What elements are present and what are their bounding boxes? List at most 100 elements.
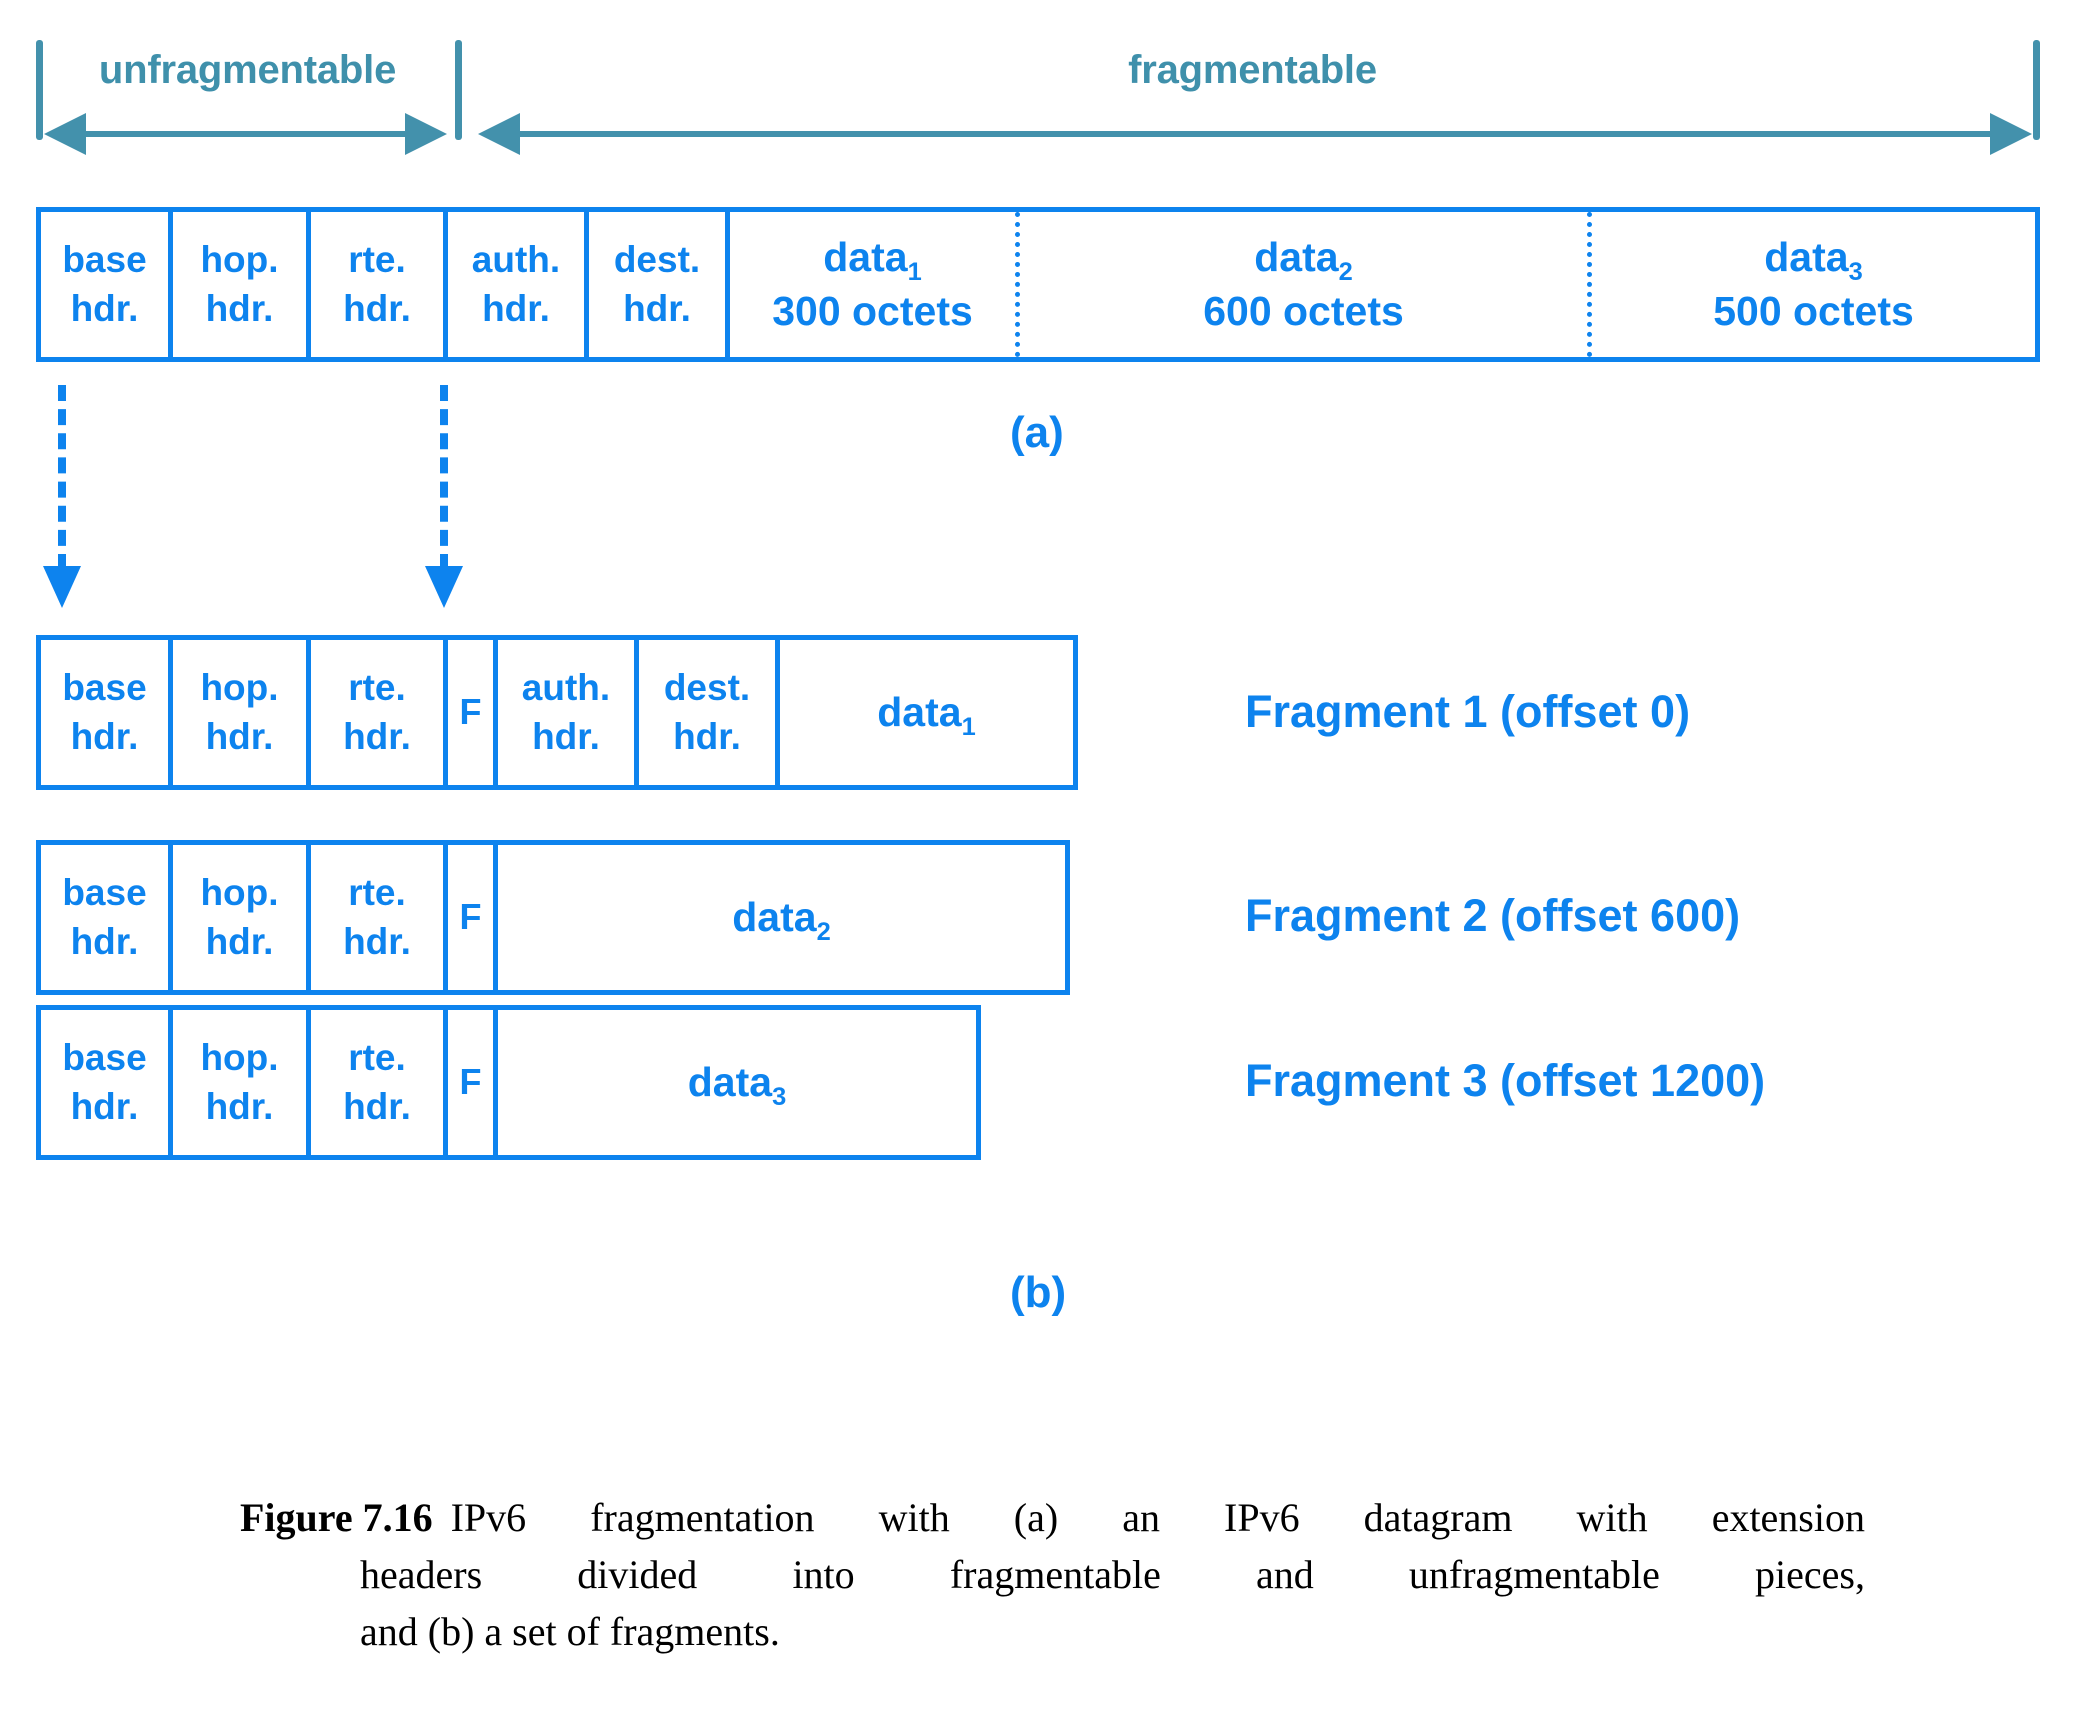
cell-line2: hdr. [673,715,741,757]
cell-line1: rte. [348,872,406,914]
cell-line2: 600 octets [1203,287,1404,334]
cell-data-3: data3 [498,1010,976,1155]
cell-base-hdr: base hdr. [41,1010,173,1155]
cell-line1: auth. [521,667,611,709]
cell-base-hdr: base hdr. [41,212,173,357]
cell-line1: data1 [877,688,976,742]
cell-line1: hop. [200,872,279,914]
cell-line2: hdr. [205,1085,274,1127]
cell-line2: hdr. [482,287,550,329]
fragment-label-2: Fragment 2 (offset 600) [1245,890,1741,941]
fragment-box-1: base hdr. hop. hdr. rte. hdr. F auth. hd… [36,635,1078,790]
band-tick-right [2033,40,2040,140]
cell-line1: rte. [348,667,406,709]
cell-data-1: data1 [780,640,1073,785]
fragment-box-3: base hdr. hop. hdr. rte. hdr. F data3 [36,1005,981,1160]
cell-dest-hdr: dest. hdr. [589,212,730,357]
cell-hop-hdr: hop. hdr. [173,845,311,990]
band-label-fragmentable: fragmentable [1128,48,1377,92]
unfragmentable-arrow-line [80,131,414,137]
band-tick-left [36,40,43,140]
cell-dest-hdr: dest. hdr. [639,640,780,785]
cell-line2: hdr. [205,920,274,962]
cell-hop-hdr: hop. hdr. [173,1010,311,1155]
unfragmentable-arrow-head-right [405,113,447,155]
cell-rte-hdr: rte. hdr. [311,640,448,785]
cell-line1: data1 [823,234,922,287]
cell-rte-hdr: rte. hdr. [311,845,448,990]
cell-fragment-hdr: F [448,1010,498,1155]
cell-line2: hdr. [205,287,274,329]
cell-line2: hdr. [343,287,411,329]
unfragmentable-arrow-head-left [44,113,86,155]
cell-fragment-hdr: F [448,640,498,785]
cell-rte-hdr: rte. hdr. [311,1010,448,1155]
cell-line1: data3 [687,1058,787,1112]
connector-arrow-base [43,566,81,608]
caption-line-3: and (b) a set of fragments. [360,1608,780,1654]
cell-line2: hdr. [343,715,411,757]
cell-line2: 300 octets [772,287,973,334]
connector-arrow-rte [425,566,463,608]
subscript: 2 [816,918,831,947]
cell-line1: base [62,239,147,281]
band-tick-middle [455,40,462,140]
cell-line1: rte. [348,1037,406,1079]
cell-rte-hdr: rte. hdr. [311,212,448,357]
cell-line1: data2 [732,893,831,947]
cell-data-2: data2 600 octets [1020,212,1592,357]
cell-line1: F [459,691,482,733]
cell-line1: hop. [200,667,279,709]
cell-line2: hdr. [205,715,274,757]
datagram-a: base hdr. hop. hdr. rte. hdr. auth. hdr.… [36,207,2040,362]
cell-data-3: data3 500 octets [1592,212,2035,357]
cell-line2: hdr. [623,287,691,329]
cell-data-1: data1 300 octets [730,212,1020,357]
fragmentable-arrow-line [514,131,1999,137]
cell-line1: auth. [471,239,561,281]
cell-line1: base [62,872,147,914]
connector-line-rte [440,385,448,570]
cell-line2: hdr. [343,1085,411,1127]
cell-line1: hop. [200,239,279,281]
cell-line1: hop. [200,1037,279,1079]
subscript: 1 [907,258,922,287]
cell-line1: F [459,896,482,938]
cell-line2: hdr. [70,715,139,757]
subscript: 3 [772,1083,787,1112]
caption-line-2: headers divided into fragmentable and un… [360,1551,1865,1597]
cell-line1: rte. [348,239,406,281]
caption-number: Figure 7.16 [240,1495,433,1540]
subscript: 3 [1848,258,1863,287]
cell-line1: base [62,1037,147,1079]
cell-auth-hdr: auth. hdr. [448,212,589,357]
cell-line2: 500 octets [1713,287,1914,334]
fragment-box-2: base hdr. hop. hdr. rte. hdr. F data2 [36,840,1070,995]
cell-data-2: data2 [498,845,1065,990]
cell-line1: data3 [1764,234,1863,287]
cell-line2: hdr. [70,920,139,962]
cell-base-hdr: base hdr. [41,640,173,785]
cell-hop-hdr: hop. hdr. [173,640,311,785]
fragmentable-arrow-head-right [1990,113,2032,155]
section-label-a: (a) [1010,408,1064,457]
cell-line2: hdr. [70,287,139,329]
cell-base-hdr: base hdr. [41,845,173,990]
cell-auth-hdr: auth. hdr. [498,640,639,785]
cell-line2: hdr. [532,715,600,757]
band-label-unfragmentable: unfragmentable [98,48,397,92]
fragmentable-arrow-head-left [478,113,520,155]
subscript: 2 [1338,258,1353,287]
cell-line2: hdr. [70,1085,139,1127]
caption-body: IPv6 fragmentation with (a) an IPv6 data… [240,1490,1865,1660]
cell-line1: base [62,667,147,709]
subscript: 1 [961,713,976,742]
section-label-b: (b) [1010,1268,1067,1317]
cell-line2: hdr. [343,920,411,962]
cell-hop-hdr: hop. hdr. [173,212,311,357]
cell-line1: dest. [613,239,701,281]
cell-line1: dest. [663,667,751,709]
cell-line1: F [459,1061,482,1103]
connector-line-base [58,385,66,570]
